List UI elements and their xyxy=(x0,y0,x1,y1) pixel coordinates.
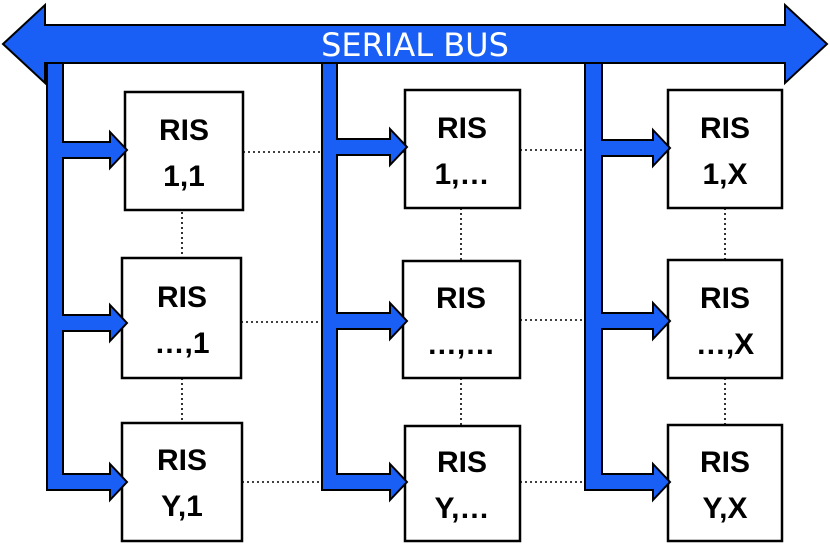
ris-node-index: 1,X xyxy=(702,158,747,191)
ris-node: RIS 1,1 xyxy=(123,90,245,212)
ris-node: RIS …,1 xyxy=(120,256,243,380)
ris-node-index: 1,… xyxy=(434,158,489,191)
bus-trunk-column-3 xyxy=(584,54,672,503)
ris-node: RIS Y,1 xyxy=(120,421,244,543)
ris-node-index: …,… xyxy=(427,328,495,361)
ris-node-index: Y,1 xyxy=(161,490,203,523)
ris-node: RIS Y,X xyxy=(666,423,784,543)
ris-node-index: Y,… xyxy=(434,492,489,525)
ris-node: RIS 1,… xyxy=(403,88,522,210)
ris-node-title: RIS xyxy=(700,446,750,479)
ris-node-index: Y,X xyxy=(702,492,747,525)
ris-node-title: RIS xyxy=(437,112,487,145)
serial-bus-arrow xyxy=(1,2,829,86)
ris-node-index: …,1 xyxy=(154,327,209,360)
ris-node: RIS …,X xyxy=(666,258,784,380)
ris-node-title: RIS xyxy=(437,446,487,479)
ris-node-title: RIS xyxy=(157,444,207,477)
ris-nodes: RIS 1,1 RIS 1,… RIS 1,X RIS …,1 RIS …,… … xyxy=(120,88,784,543)
bus-trunk-column-2 xyxy=(321,54,409,503)
ris-node-index: 1,1 xyxy=(163,160,205,193)
serial-bus-label: SERIAL BUS xyxy=(321,26,509,64)
ris-node: RIS 1,X xyxy=(666,88,784,210)
serial-bus: SERIAL BUS xyxy=(1,2,829,86)
bus-trunks xyxy=(46,54,672,503)
ris-node-title: RIS xyxy=(700,112,750,145)
ris-node: RIS …,… xyxy=(401,259,522,380)
ris-node-title: RIS xyxy=(700,282,750,315)
ris-node-title: RIS xyxy=(159,114,209,147)
bus-trunk-column-1 xyxy=(46,54,129,503)
ris-node-title: RIS xyxy=(436,282,486,315)
ris-node-index: …,X xyxy=(696,328,754,361)
ris-node-title: RIS xyxy=(157,281,207,314)
ris-node: RIS Y,… xyxy=(403,424,522,543)
